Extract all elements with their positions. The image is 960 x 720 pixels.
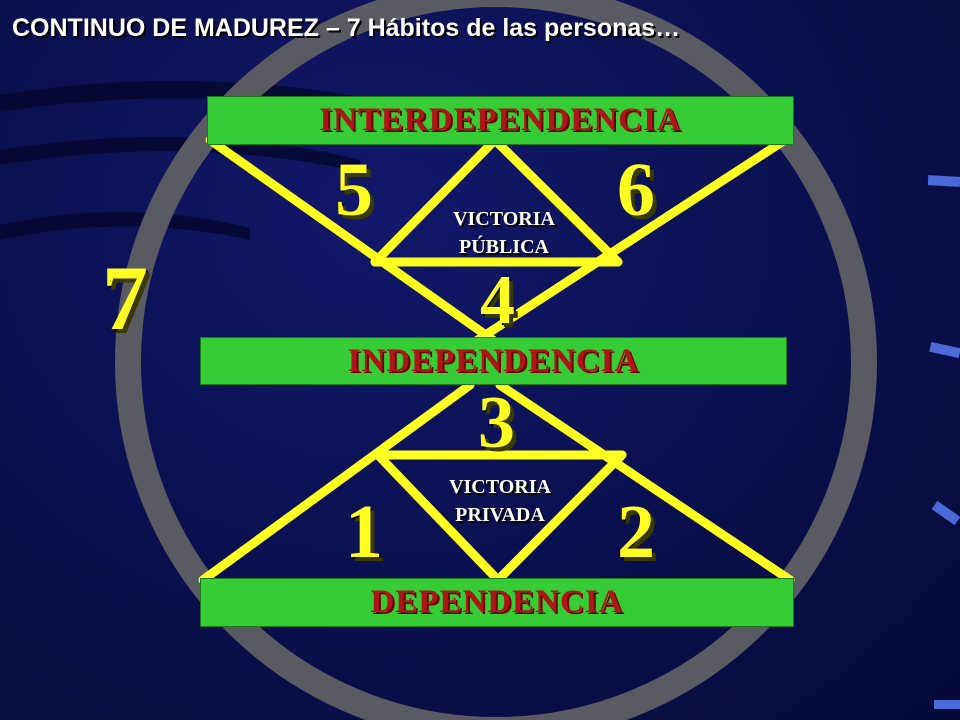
private-victory-line1: VICTORIA bbox=[449, 476, 551, 498]
private-victory-line2: PRIVADA bbox=[455, 504, 545, 526]
public-victory-line2: PÚBLICA bbox=[458, 236, 549, 258]
right-edge-marks bbox=[927, 175, 960, 709]
habit-1: 1 bbox=[345, 490, 383, 574]
public-victory-line1: VICTORIA bbox=[453, 208, 555, 230]
dependence-bar: DEPENDENCIA bbox=[200, 578, 794, 627]
habit-5: 5 bbox=[335, 148, 373, 232]
interdependence-label: INTERDEPENDENCIA bbox=[319, 102, 682, 138]
habit-4: 4 bbox=[480, 262, 515, 339]
habit-2: 2 bbox=[617, 490, 655, 574]
slide-title: CONTINUO DE MADUREZ – 7 Hábitos de las p… bbox=[12, 14, 681, 42]
dependence-label: DEPENDENCIA bbox=[370, 584, 624, 620]
independence-label: INDEPENDENCIA bbox=[347, 342, 640, 379]
habit-lines bbox=[198, 135, 795, 585]
habit-7: 7 bbox=[102, 247, 148, 349]
habit-3: 3 bbox=[478, 382, 515, 464]
interdependence-bar: INTERDEPENDENCIA bbox=[207, 96, 794, 145]
maturity-circle bbox=[115, 0, 877, 720]
public-victory-label: VICTORIA PÚBLICA bbox=[424, 205, 584, 261]
independence-bar: INDEPENDENCIA bbox=[200, 337, 787, 385]
private-victory-label: VICTORIA PRIVADA bbox=[420, 473, 580, 529]
background-swooshes bbox=[0, 80, 420, 240]
habit-6: 6 bbox=[617, 148, 655, 232]
